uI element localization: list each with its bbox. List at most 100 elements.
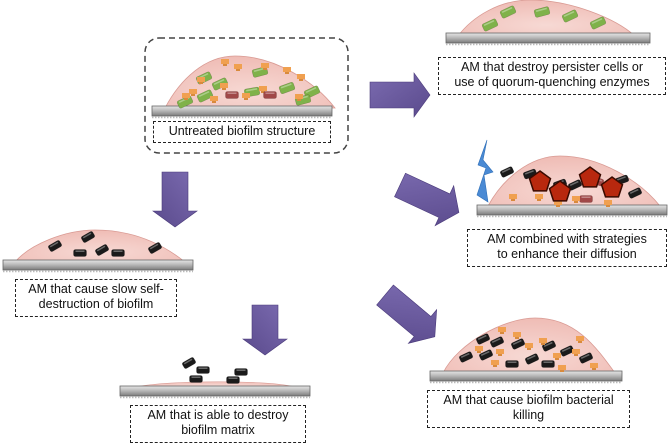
killing-orange-cell-8-foot [560, 370, 564, 372]
red-cell-1-body [263, 91, 277, 99]
label-killing: AM that cause biofilm bacterial killing [427, 390, 630, 428]
persister-green-cell-3-shine [563, 10, 575, 17]
killing-orange-cell-5-body [525, 343, 533, 348]
diffusion-orange-cell-0 [509, 194, 517, 201]
self-destruction-black-cell-1 [81, 231, 95, 243]
killing-orange-cell-9-body [572, 349, 580, 354]
self-destruction-black-cell-2-shine [75, 250, 85, 252]
persister-green-cell-4-shine [591, 17, 603, 24]
killing-orange-cell-2 [475, 346, 483, 353]
killing-orange-cell-3-body [496, 349, 504, 354]
self-destruction-black-cell-0-shine [49, 241, 59, 248]
green-cell-2-shine [253, 67, 265, 72]
orange-cell-0-body [221, 59, 229, 64]
killing-orange-cell-4-foot [493, 365, 497, 367]
matrix-black-cell-2-shine [191, 376, 201, 378]
green-cell-6-body [196, 89, 214, 103]
killing-orange-cell-8 [558, 365, 566, 372]
killing-black-cell-5-body [505, 360, 519, 368]
orange-cell-1 [234, 64, 242, 71]
orange-cell-11-body [210, 96, 218, 101]
diffusion-orange-cell-2 [572, 196, 580, 203]
orange-cell-2-body [197, 77, 205, 82]
orange-cell-3-body [189, 89, 197, 94]
diffusion-black-cell-0-shine [501, 167, 511, 173]
killing-orange-cell-9 [572, 349, 580, 356]
orange-cell-2-foot [199, 82, 203, 84]
diffusion-orange-cell-1 [535, 194, 543, 201]
arrow-to-self-destruction [152, 171, 198, 228]
persister-green-cell-1-shine [501, 6, 513, 13]
killing-orange-cell-9-foot [574, 354, 578, 356]
matrix-black-cell-4 [226, 376, 240, 384]
killing-orange-cell-4-body [491, 360, 499, 365]
green-cell-7-shine [305, 86, 317, 93]
orange-cell-9-foot [297, 99, 301, 101]
label-persister-line-2: use of quorum-quenching enzymes [454, 75, 650, 89]
self-destruction-black-cell-5 [148, 242, 162, 254]
killing-orange-cell-0-body [498, 327, 506, 332]
arrow-to-killing [376, 284, 438, 344]
self-destruction-black-cell-2 [73, 249, 87, 257]
killing-orange-cell-3-foot [498, 354, 502, 356]
matrix-black-cell-0 [182, 357, 196, 369]
killing-black-cell-4 [479, 349, 493, 361]
orange-cell-11 [210, 96, 218, 103]
diffusion-black-cell-0 [500, 166, 514, 178]
orange-cell-6 [259, 86, 267, 93]
diffusion-black-cell-3-shine [569, 180, 579, 186]
matrix-black-cell-4-body [226, 376, 240, 384]
arrow-to-diffusion [394, 172, 460, 227]
label-self-destruction-line-1: AM that cause slow self- [28, 282, 164, 296]
red-cell-0-body [225, 91, 239, 99]
self-destruction-black-cell-0 [48, 240, 62, 252]
diffusion-black-cell-5-shine [629, 188, 639, 194]
orange-cell-4-body [220, 83, 228, 88]
persister-green-cell-1-body [499, 5, 517, 19]
killing-black-cell-4-shine [480, 350, 490, 356]
orange-cell-10-foot [244, 98, 248, 100]
diffusion-orange-cell-2-foot [574, 201, 578, 203]
label-persister: AM that destroy persister cells or use o… [438, 57, 666, 95]
label-self-destruction: AM that cause slow self- destruction of … [15, 279, 177, 317]
orange-cell-4 [220, 83, 228, 90]
killing-black-cell-0 [476, 333, 490, 345]
killing-orange-cell-2-foot [477, 351, 481, 353]
untreated-group-frame [144, 37, 349, 154]
killing-orange-cell-6 [539, 338, 547, 345]
red-cell-1-shine [265, 92, 275, 94]
killing-orange-cell-11-foot [578, 341, 582, 343]
killing-substrate [429, 370, 623, 382]
killing-orange-cell-3 [496, 349, 504, 356]
green-cell-3-shine [280, 83, 292, 89]
diffusion-orange-cell-3-foot [556, 205, 560, 207]
diffusion-orange-cell-4-foot [606, 205, 610, 207]
persister-green-cell-2-body [533, 6, 551, 18]
killing-black-cell-7 [542, 340, 556, 352]
pentagon-1 [548, 180, 572, 202]
orange-cell-8-foot [299, 79, 303, 81]
orange-cell-12-body [182, 93, 190, 98]
killing-orange-cell-5-foot [527, 348, 531, 350]
label-killing-line-2: killing [512, 408, 545, 422]
green-cell-6 [196, 89, 214, 103]
diffusion-black-cell-4-shine [616, 176, 626, 181]
killing-black-cell-6-shine [526, 354, 536, 360]
killing-orange-cell-11 [576, 336, 584, 343]
matrix-substrate [119, 385, 311, 397]
killing-orange-cell-0-foot [500, 332, 504, 334]
self-destruction-black-cell-4 [111, 249, 125, 257]
killing-black-cell-3-shine [460, 352, 470, 358]
pentagon-3 [600, 176, 624, 198]
matrix-black-cell-1-body [196, 366, 210, 374]
matrix-black-cell-2 [189, 375, 203, 383]
diffusion-orange-cell-3 [554, 200, 562, 207]
self-destruction-black-cell-5-shine [149, 243, 159, 250]
killing-black-cell-4-body [479, 349, 493, 361]
diffusion-orange-cell-2-body [572, 196, 580, 201]
orange-cell-3 [189, 89, 197, 96]
orange-cell-4-foot [222, 88, 226, 90]
killing-black-cell-7-shine [543, 341, 553, 347]
killing-orange-cell-7 [553, 353, 561, 360]
killing-black-cell-8-body [560, 345, 574, 357]
